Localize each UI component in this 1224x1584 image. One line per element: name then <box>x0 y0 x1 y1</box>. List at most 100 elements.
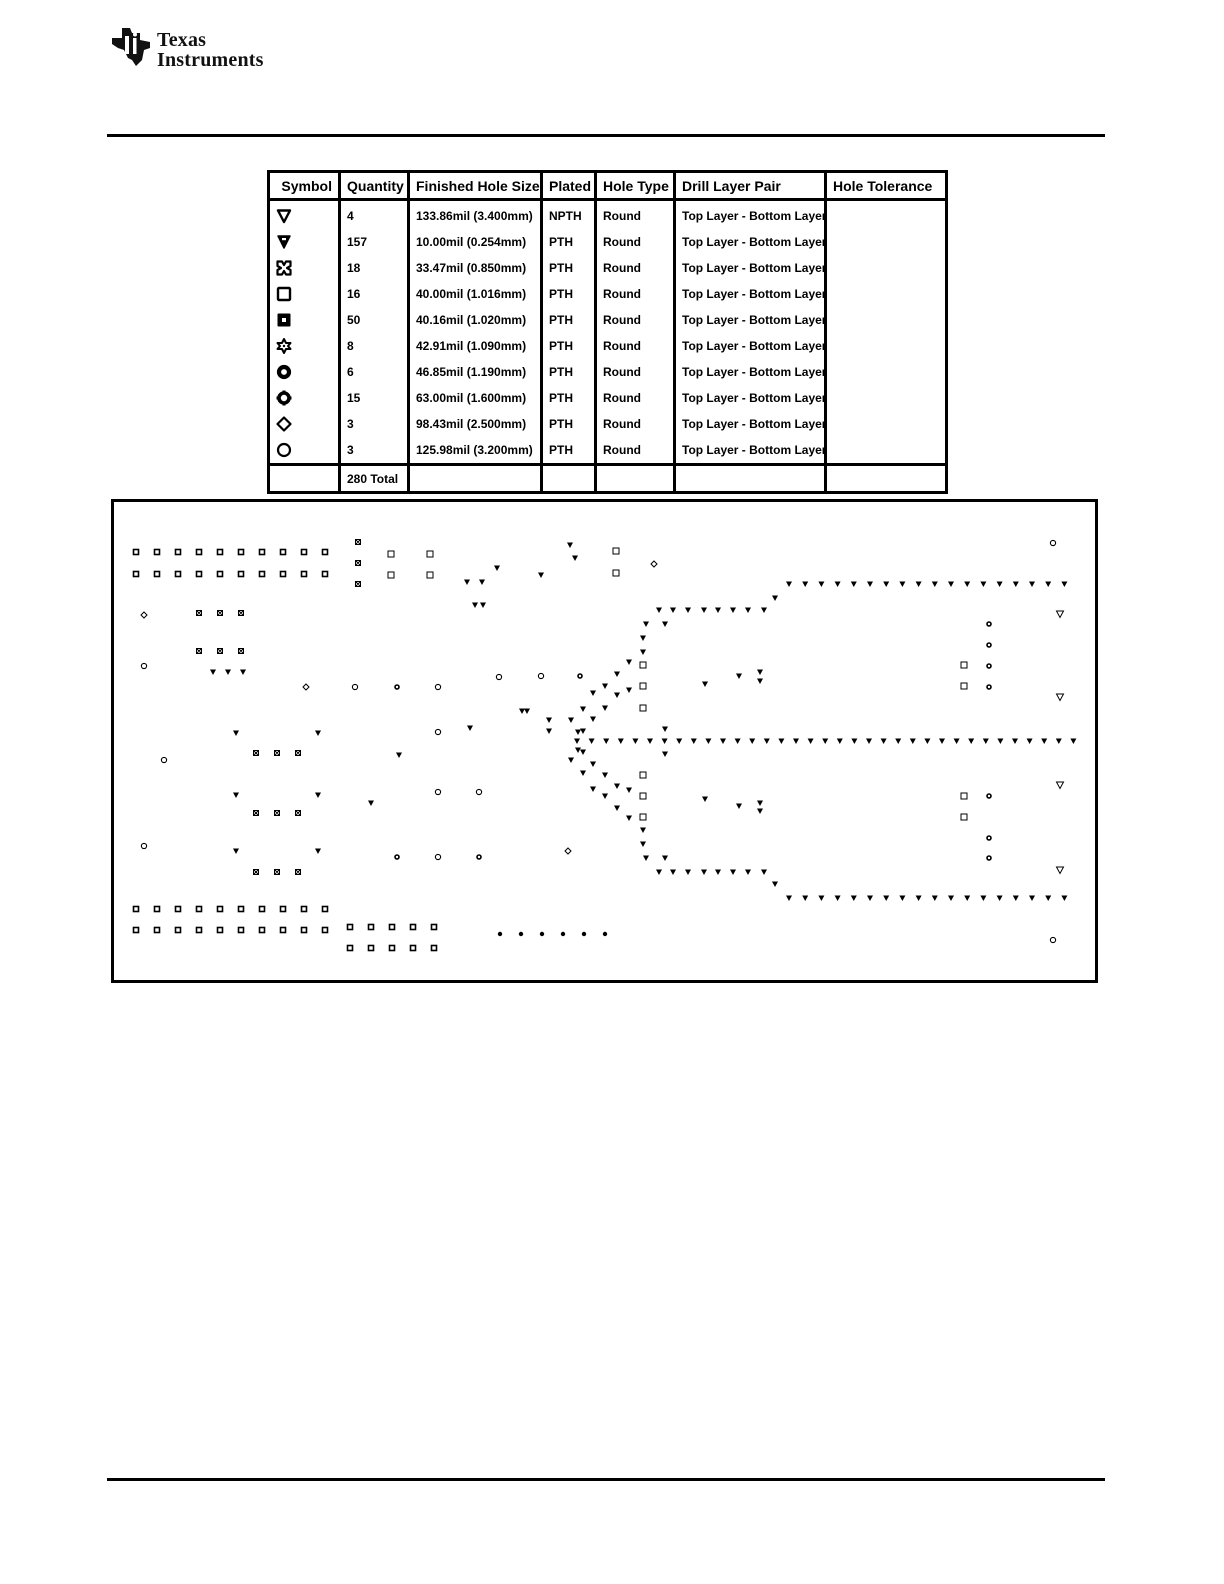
drill-mark-cross <box>274 869 280 875</box>
cell-quantity: 157 <box>338 229 410 255</box>
cell-tolerance <box>824 359 948 385</box>
cell-quantity: 16 <box>338 281 410 307</box>
drill-mark-square-dot <box>216 548 224 556</box>
drill-mark-gear <box>986 835 992 841</box>
drill-mark-cross <box>355 581 361 587</box>
drill-mark-square-dot <box>153 905 161 913</box>
drill-mark-square-dot <box>237 548 245 556</box>
drill-mark-triangle <box>590 716 596 722</box>
drill-mark-triangle-outline <box>1055 610 1065 619</box>
drill-mark-triangle <box>315 730 321 736</box>
drill-mark-triangle <box>1045 581 1052 587</box>
header-rule <box>107 134 1105 137</box>
gear-ring-icon <box>276 390 292 406</box>
cell-tolerance <box>824 229 948 255</box>
drill-mark-square <box>387 571 395 579</box>
cell-hole-type: Round <box>594 199 676 229</box>
drill-mark-square-dot <box>367 944 375 952</box>
drill-mark-triangle <box>690 738 697 744</box>
drill-mark-triangle <box>749 738 756 744</box>
drill-mark-square <box>426 571 434 579</box>
drill-mark-circle <box>140 842 148 850</box>
drill-mark-triangle <box>818 581 825 587</box>
cell-hole-type: Round <box>594 255 676 281</box>
drill-mark-cross <box>196 648 202 654</box>
drill-mark-triangle <box>602 793 608 799</box>
drill-mark-triangle <box>640 841 646 847</box>
drill-mark-triangle <box>982 738 989 744</box>
cell-tolerance <box>824 281 948 307</box>
drill-mark-triangle <box>701 869 707 875</box>
drill-mark-triangle <box>1012 738 1018 744</box>
drill-mark-triangle <box>915 895 922 901</box>
footer-rule <box>107 1478 1105 1481</box>
drill-mark-triangle <box>1045 895 1052 901</box>
drill-mark-circle <box>434 683 442 691</box>
table-header-row: Symbol Quantity Finished Hole Size Plate… <box>267 171 948 201</box>
cell-plated: PTH <box>540 385 597 411</box>
drill-mark-triangle <box>772 881 778 887</box>
drill-mark-triangle <box>480 602 486 608</box>
drill-mark-triangle <box>676 738 683 744</box>
drill-mark-triangle <box>822 738 829 744</box>
cell-layer-pair: Top Layer - Bottom Layer <box>673 333 827 359</box>
drill-mark-triangle <box>467 725 473 731</box>
logo-text-instruments: Instruments <box>157 49 264 71</box>
drill-mark-dot <box>539 931 545 937</box>
drill-mark-square-dot <box>132 548 140 556</box>
drill-mark-triangle <box>730 869 736 875</box>
cell-size: 40.16mil (1.020mm) <box>407 307 543 333</box>
drill-mark-triangle <box>617 738 624 744</box>
drill-mark-triangle <box>702 796 708 802</box>
ti-logo: Texas Instruments <box>108 24 308 72</box>
cell-size: 33.47mil (0.850mm) <box>407 255 543 281</box>
drill-mark-square-dot <box>346 944 354 952</box>
drill-mark-cross <box>253 869 259 875</box>
drill-mark-circle <box>434 788 442 796</box>
drill-mark-cross <box>238 610 244 616</box>
drill-mark-triangle <box>866 738 872 744</box>
drill-mark-triangle <box>836 738 843 744</box>
drill-mark-triangle <box>643 621 649 627</box>
drill-mark-diamond <box>140 611 148 619</box>
drill-mark-triangle <box>1070 738 1077 744</box>
table-total-row: 280 Total <box>267 463 948 493</box>
circle-outline-icon <box>276 442 292 458</box>
drill-mark-triangle <box>572 555 578 561</box>
drill-mark-triangle <box>786 895 792 901</box>
cell-total: 280 Total <box>338 463 410 493</box>
drill-mark-square-dot <box>258 570 266 578</box>
drill-mark-triangle <box>757 808 763 814</box>
drill-mark-triangle <box>670 869 676 875</box>
drill-mark-triangle-outline <box>1055 866 1065 875</box>
square-dot-icon <box>277 313 291 327</box>
drill-mark-triangle <box>614 783 620 789</box>
drill-mark-square <box>639 771 647 779</box>
drill-mark-square-dot <box>258 926 266 934</box>
cell-quantity: 6 <box>338 359 410 385</box>
drill-mark-triangle <box>715 607 721 613</box>
drill-mark-cross <box>295 869 301 875</box>
drill-mark-triangle <box>867 895 873 901</box>
col-finished-hole-size: Finished Hole Size <box>407 171 543 201</box>
drill-mark-square-dot <box>195 570 203 578</box>
drill-mark-gear <box>986 642 992 648</box>
drill-mark-cross <box>217 610 223 616</box>
table-row: 6 46.85mil (1.190mm) PTH Round Top Layer… <box>267 359 948 385</box>
drill-mark-square <box>960 682 968 690</box>
drill-mark-triangle <box>626 787 632 793</box>
drill-mark-circle <box>475 788 483 796</box>
drill-mark-triangle <box>472 602 478 608</box>
drill-mark-square-dot <box>153 548 161 556</box>
drill-mark-triangle <box>567 542 573 548</box>
drill-mark-triangle <box>802 895 809 901</box>
drill-mark-cross <box>295 750 301 756</box>
drill-mark-triangle <box>802 581 809 587</box>
cell-tolerance <box>824 411 948 437</box>
drill-mark-square-dot <box>195 926 203 934</box>
drill-mark-gear <box>986 793 992 799</box>
col-symbol: Symbol <box>267 171 341 201</box>
cell-plated: NPTH <box>540 199 597 229</box>
cell-layer-pair: Top Layer - Bottom Layer <box>673 255 827 281</box>
logo-text-texas: Texas <box>157 29 207 51</box>
